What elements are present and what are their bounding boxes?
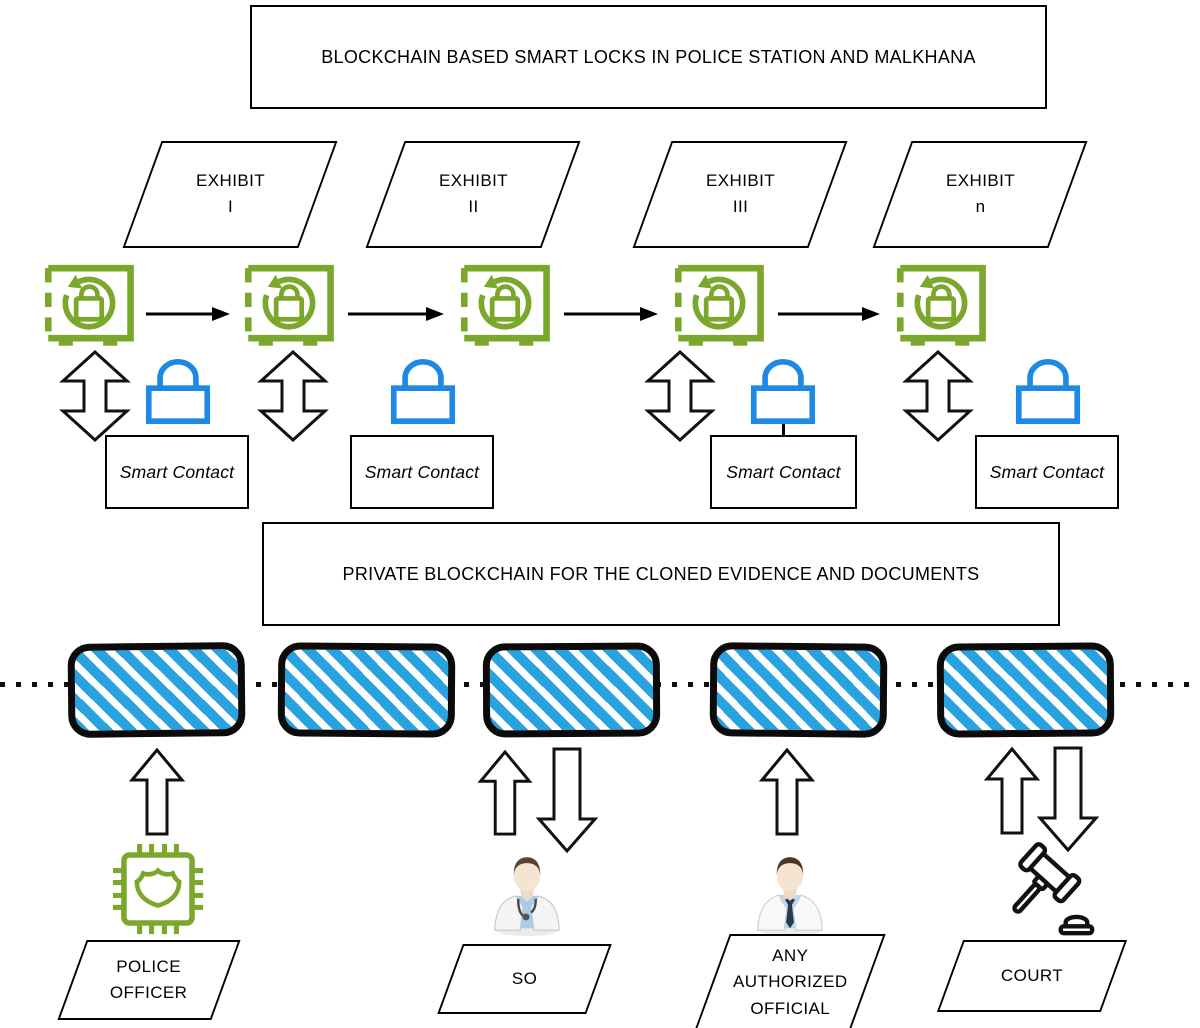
doctor-avatar [494, 857, 560, 937]
right-arrow-1 [146, 307, 230, 321]
authorized-official-parallelogram: ANY AUTHORIZED OFFICIAL [694, 934, 886, 1028]
exhibit-n-label: EXHIBIT n [945, 171, 1015, 217]
exhibit-3-parallelogram: EXHIBIT III [632, 141, 848, 248]
padlock-icon-4 [1015, 358, 1081, 424]
up-down-arrow-4 [902, 350, 974, 442]
smart-contract-box-2: Smart Contact [350, 435, 494, 509]
right-arrow-4 [778, 307, 880, 321]
chip-shield-icon [112, 843, 204, 935]
smart-contract-box-1: Smart Contact [105, 435, 249, 509]
padlock-icon-1 [145, 358, 211, 424]
exhibit-2-parallelogram: EXHIBIT II [365, 141, 581, 248]
safe-rotating-lock-icon-4 [674, 264, 764, 346]
top-title-text: BLOCKCHAIN BASED SMART LOCKS IN POLICE S… [321, 46, 976, 67]
blockchain-block-2 [277, 642, 456, 738]
blockchain-block-3 [482, 642, 661, 738]
up-down-arrow-1 [59, 350, 131, 442]
mid-title-box: PRIVATE BLOCKCHAIN FOR THE CLONED EVIDEN… [262, 522, 1060, 626]
up-down-arrow-3 [644, 350, 716, 442]
police-officer-label: POLICE OFFICER [110, 956, 188, 1002]
safe-rotating-lock-icon-5 [896, 264, 986, 346]
so-up-arrow [477, 750, 533, 836]
gavel-icon [1012, 842, 1095, 936]
mid-title-text: PRIVATE BLOCKCHAIN FOR THE CLONED EVIDEN… [342, 563, 980, 584]
so-label: SO [511, 968, 538, 988]
padlock-icon-3 [750, 358, 816, 424]
exhibit-3-label: EXHIBIT III [705, 171, 775, 217]
smart-contract-box-4: Smart Contact [975, 435, 1119, 509]
smart-contract-box-3: Smart Contact [710, 435, 857, 509]
court-parallelogram: COURT [936, 940, 1128, 1012]
police-officer-parallelogram: POLICE OFFICER [57, 940, 241, 1020]
court-up-arrow [984, 746, 1040, 835]
court-down-arrow [1037, 746, 1099, 853]
official-avatar [757, 857, 823, 937]
blockchain-block-4 [709, 642, 888, 738]
authorized-official-label: ANY AUTHORIZED OFFICIAL [732, 945, 848, 1018]
blockchain-block-1 [67, 642, 246, 738]
official-up-arrow [759, 748, 815, 836]
safe-rotating-lock-icon-2 [244, 264, 334, 346]
so-down-arrow [536, 747, 598, 853]
exhibit-n-parallelogram: EXHIBIT n [872, 141, 1088, 248]
right-arrow-2 [348, 307, 444, 321]
exhibit-1-label: EXHIBIT I [195, 171, 265, 217]
exhibit-2-label: EXHIBIT II [438, 171, 508, 217]
so-parallelogram: SO [437, 944, 612, 1014]
exhibit-1-parallelogram: EXHIBIT I [122, 141, 338, 248]
right-arrow-3 [564, 307, 658, 321]
court-label: COURT [1000, 965, 1064, 985]
lock-to-contract-connector [782, 424, 785, 437]
safe-rotating-lock-icon-1 [44, 264, 134, 346]
up-down-arrow-2 [257, 350, 329, 442]
police-up-arrow [129, 748, 185, 836]
safe-rotating-lock-icon-3 [460, 264, 550, 346]
top-title-box: BLOCKCHAIN BASED SMART LOCKS IN POLICE S… [250, 5, 1047, 109]
blockchain-block-5 [936, 642, 1115, 738]
padlock-icon-2 [390, 358, 456, 424]
